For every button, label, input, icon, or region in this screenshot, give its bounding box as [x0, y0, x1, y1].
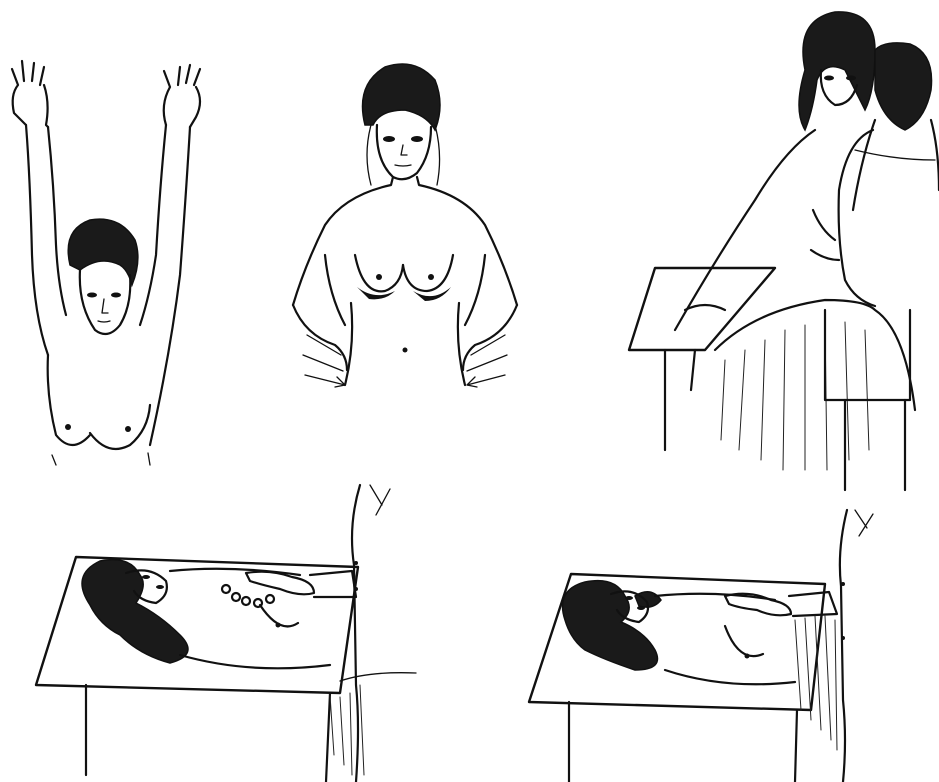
woman-seated-leaning-forward-figure — [625, 10, 939, 490]
woman-arms-raised-figure — [0, 55, 215, 475]
woman-supine-palpation-figure — [525, 510, 905, 782]
woman-supine-palpation-figure — [30, 485, 430, 782]
woman-hands-on-hips-figure — [285, 55, 525, 405]
